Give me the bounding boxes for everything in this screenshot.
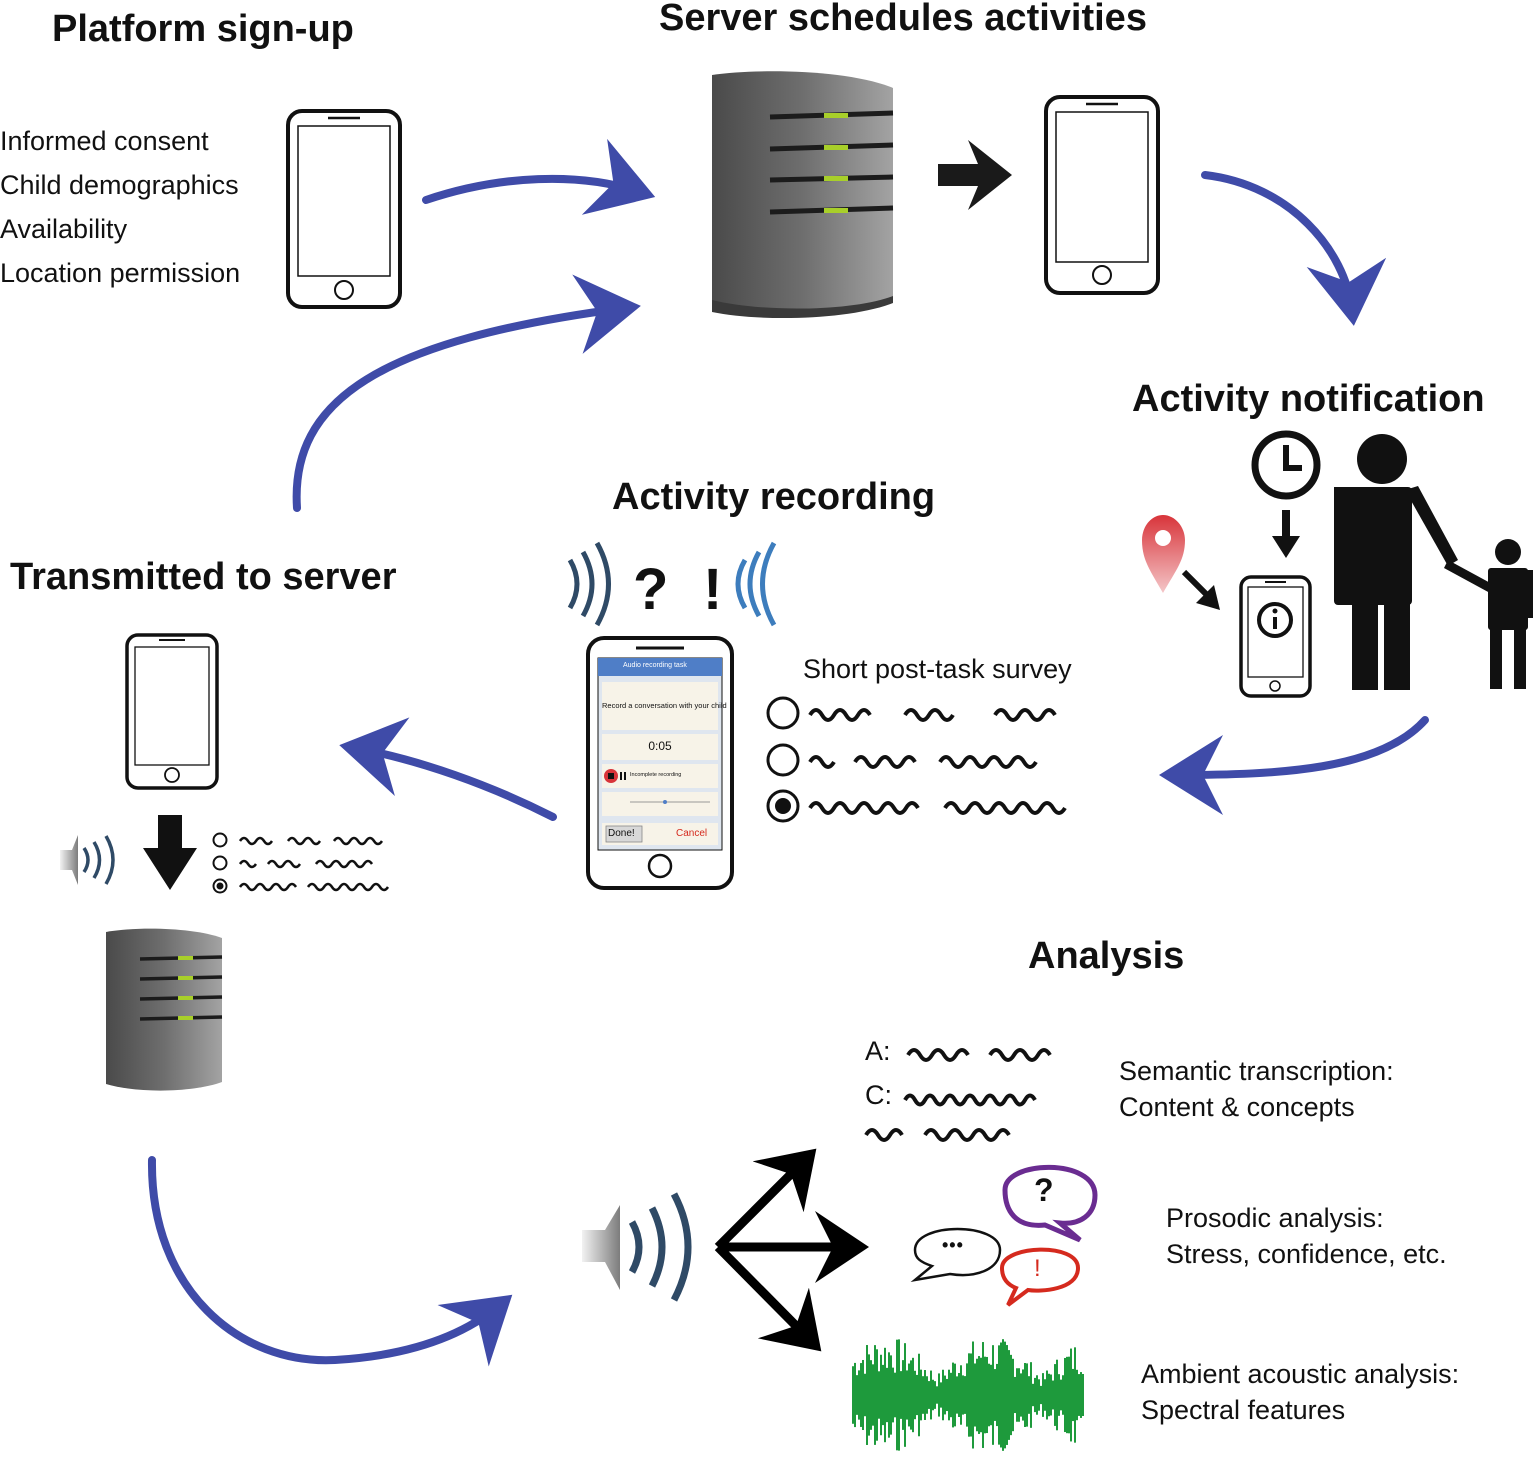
waveform-icon <box>852 1339 1084 1451</box>
arrow-server-to-analysis <box>147 1156 513 1367</box>
speech-bubble-icon-exclaim <box>999 1247 1081 1307</box>
sound-waves-right <box>735 541 777 627</box>
speaker-icon-large <box>582 1192 692 1302</box>
arrow-recording-to-transmit <box>339 717 557 821</box>
down-arrow-clock <box>1272 510 1300 558</box>
signup-item: Location permission <box>0 258 241 288</box>
child-figure-icon <box>1488 539 1533 689</box>
ambient-label: Ambient acoustic analysis: Spectral feat… <box>1141 1356 1459 1428</box>
bubble-dots: ••• <box>942 1235 964 1255</box>
signup-item: Informed consent <box>0 126 209 156</box>
phone-icon-recording <box>586 636 734 890</box>
ambient-line: Ambient acoustic analysis: <box>1141 1359 1460 1389</box>
speaker-icon-small <box>60 835 115 885</box>
server-title: Server schedules activities <box>659 0 1147 39</box>
speech-bubble-icon-dots <box>910 1227 1002 1283</box>
prosodic-label: Prosodic analysis: Stress, confidence, e… <box>1166 1200 1447 1272</box>
transcript-scribbles <box>864 1048 1052 1142</box>
phone-icon-notification <box>1239 575 1312 698</box>
analysis-title: Analysis <box>1028 935 1185 977</box>
signup-item: Availability <box>0 214 128 244</box>
app-checkbox-label: Incomplete recording <box>630 772 682 778</box>
server-icon-main <box>712 71 894 319</box>
speaker-a-label: A: <box>865 1036 891 1066</box>
arrow-transmit-to-server <box>292 274 641 512</box>
app-timer: 0:05 <box>648 739 672 753</box>
semantic-label: Semantic transcription: Content & concep… <box>1119 1053 1394 1125</box>
question-mark: ? <box>633 557 669 622</box>
app-cancel-button[interactable]: Cancel <box>676 828 708 839</box>
app-done-button[interactable]: Done! <box>608 828 635 839</box>
prosodic-line: Prosodic analysis: <box>1166 1203 1384 1233</box>
ambient-line: Spectral features <box>1141 1395 1346 1425</box>
down-arrow-transmit <box>143 815 197 890</box>
prosodic-line: Stress, confidence, etc. <box>1166 1239 1447 1269</box>
adult-figure-icon <box>1334 434 1494 690</box>
arrow-phone-to-notification <box>1201 171 1387 326</box>
clock-icon <box>1251 430 1321 500</box>
semantic-line: Semantic transcription: <box>1119 1056 1394 1086</box>
notification-title: Activity notification <box>1132 378 1485 420</box>
diag-arrow-pin <box>1181 569 1220 610</box>
info-icon <box>1257 602 1293 638</box>
signup-title: Platform sign-up <box>52 8 354 50</box>
transmit-title: Transmitted to server <box>10 556 397 598</box>
server-icon-small <box>106 928 223 1091</box>
black-arrow-server-to-phone <box>938 140 1012 210</box>
exclamation-mark: ! <box>703 557 723 622</box>
phone-icon-scheduled <box>1044 95 1160 295</box>
signup-item: Child demographics <box>0 170 239 200</box>
arrow-notification-to-survey <box>1159 716 1429 815</box>
app-prompt: Record a conversation with your child <box>602 701 727 710</box>
phone-icon-transmit <box>125 633 219 790</box>
bubble-question-mark: ? <box>1034 1172 1054 1208</box>
branch-arrows <box>714 1148 869 1352</box>
survey-mini <box>212 832 390 894</box>
app-header: Audio recording task <box>623 662 687 669</box>
flow-arrows <box>147 138 1429 1367</box>
semantic-line: Content & concepts <box>1119 1092 1355 1122</box>
map-pin-icon <box>1142 515 1185 593</box>
bubble-exclaim-mark: ! <box>1034 1255 1041 1282</box>
speaker-c-label: C: <box>865 1080 892 1110</box>
survey-options <box>766 696 1067 823</box>
survey-title: Short post-task survey <box>803 654 1072 684</box>
recording-title: Activity recording <box>612 476 936 518</box>
phone-icon-signup <box>286 109 402 309</box>
arrow-signup-to-server <box>422 138 656 215</box>
sound-waves-left <box>567 541 611 627</box>
signup-list: Informed consent Child demographics Avai… <box>0 119 240 295</box>
speech-bubble-icon-question <box>1002 1164 1098 1243</box>
